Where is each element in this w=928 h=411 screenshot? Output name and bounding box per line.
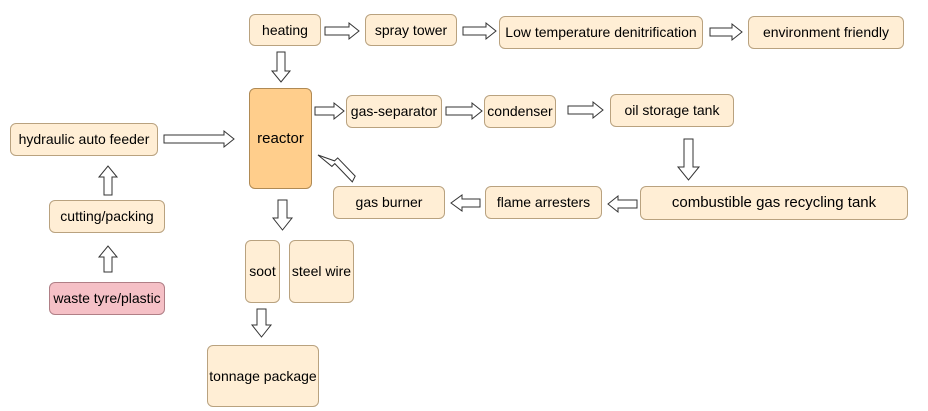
node-low-temperature-denitrification-label: Low temperature denitrification (505, 24, 697, 41)
arrow-gas-separator-to-condenser (445, 101, 483, 121)
arrow-spray-tower-to-denitrification (462, 21, 497, 41)
node-condenser: condenser (484, 95, 556, 128)
node-hydraulic-auto-feeder-label: hydraulic auto feeder (18, 131, 150, 148)
node-tonnage-package-label: tonnage package (209, 367, 317, 384)
node-soot: soot (245, 240, 280, 303)
arrow-gas-burner-to-reactor (317, 154, 356, 183)
node-heating: heating (249, 14, 321, 46)
node-combustible-gas-recycling-tank-label: combustible gas recycling tank (671, 194, 877, 212)
node-condenser-label: condenser (487, 103, 553, 120)
arrow-feeder-to-reactor (163, 129, 235, 149)
node-combustible-gas-recycling-tank: combustible gas recycling tank (640, 186, 908, 220)
node-tonnage-package: tonnage package (207, 345, 319, 407)
node-hydraulic-auto-feeder: hydraulic auto feeder (10, 123, 158, 156)
node-heating-label: heating (262, 21, 308, 38)
arrow-gas-recycling-tank-to-flame-arresters (607, 194, 638, 214)
node-gas-burner: gas burner (333, 186, 445, 219)
arrow-cutting-to-feeder (97, 165, 119, 196)
node-low-temperature-denitrification: Low temperature denitrification (499, 16, 703, 49)
node-gas-burner-label: gas burner (355, 194, 423, 211)
arrow-reactor-to-byproducts (271, 199, 294, 231)
arrow-heating-to-spray-tower (324, 21, 360, 41)
node-spray-tower-label: spray tower (374, 21, 448, 38)
arrow-denitrification-to-environment-friendly (709, 22, 743, 42)
node-cutting-packing-label: cutting/packing (60, 208, 154, 225)
node-cutting-packing: cutting/packing (49, 200, 165, 233)
arrow-reactor-to-gas-separator (314, 101, 345, 121)
node-steel-wire-label: steel wire (291, 263, 352, 280)
arrow-soot-to-tonnage-package (250, 308, 273, 338)
node-gas-separator-label: gas-separator (350, 103, 438, 120)
arrow-waste-to-cutting (97, 245, 119, 273)
node-oil-storage-tank: oil storage tank (610, 94, 734, 127)
arrow-oil-tank-to-gas-recycling-tank (676, 138, 701, 181)
node-environment-friendly: environment friendly (748, 16, 904, 49)
node-spray-tower: spray tower (365, 14, 457, 46)
node-soot-label: soot (249, 263, 276, 280)
node-waste-tyre-plastic: waste tyre/plastic (49, 282, 165, 315)
node-gas-separator: gas-separator (346, 95, 442, 128)
arrow-heating-to-reactor (270, 51, 292, 83)
node-flame-arresters: flame arresters (485, 186, 602, 219)
arrow-condenser-to-oil-storage-tank (567, 100, 604, 120)
arrow-flame-arresters-to-gas-burner (450, 194, 481, 212)
node-reactor-label: reactor (257, 129, 304, 147)
node-oil-storage-tank-label: oil storage tank (624, 102, 720, 119)
node-environment-friendly-label: environment friendly (762, 24, 890, 41)
node-reactor: reactor (249, 88, 312, 189)
node-flame-arresters-label: flame arresters (496, 194, 591, 211)
node-steel-wire: steel wire (289, 240, 354, 303)
node-waste-tyre-plastic-label: waste tyre/plastic (53, 290, 161, 307)
